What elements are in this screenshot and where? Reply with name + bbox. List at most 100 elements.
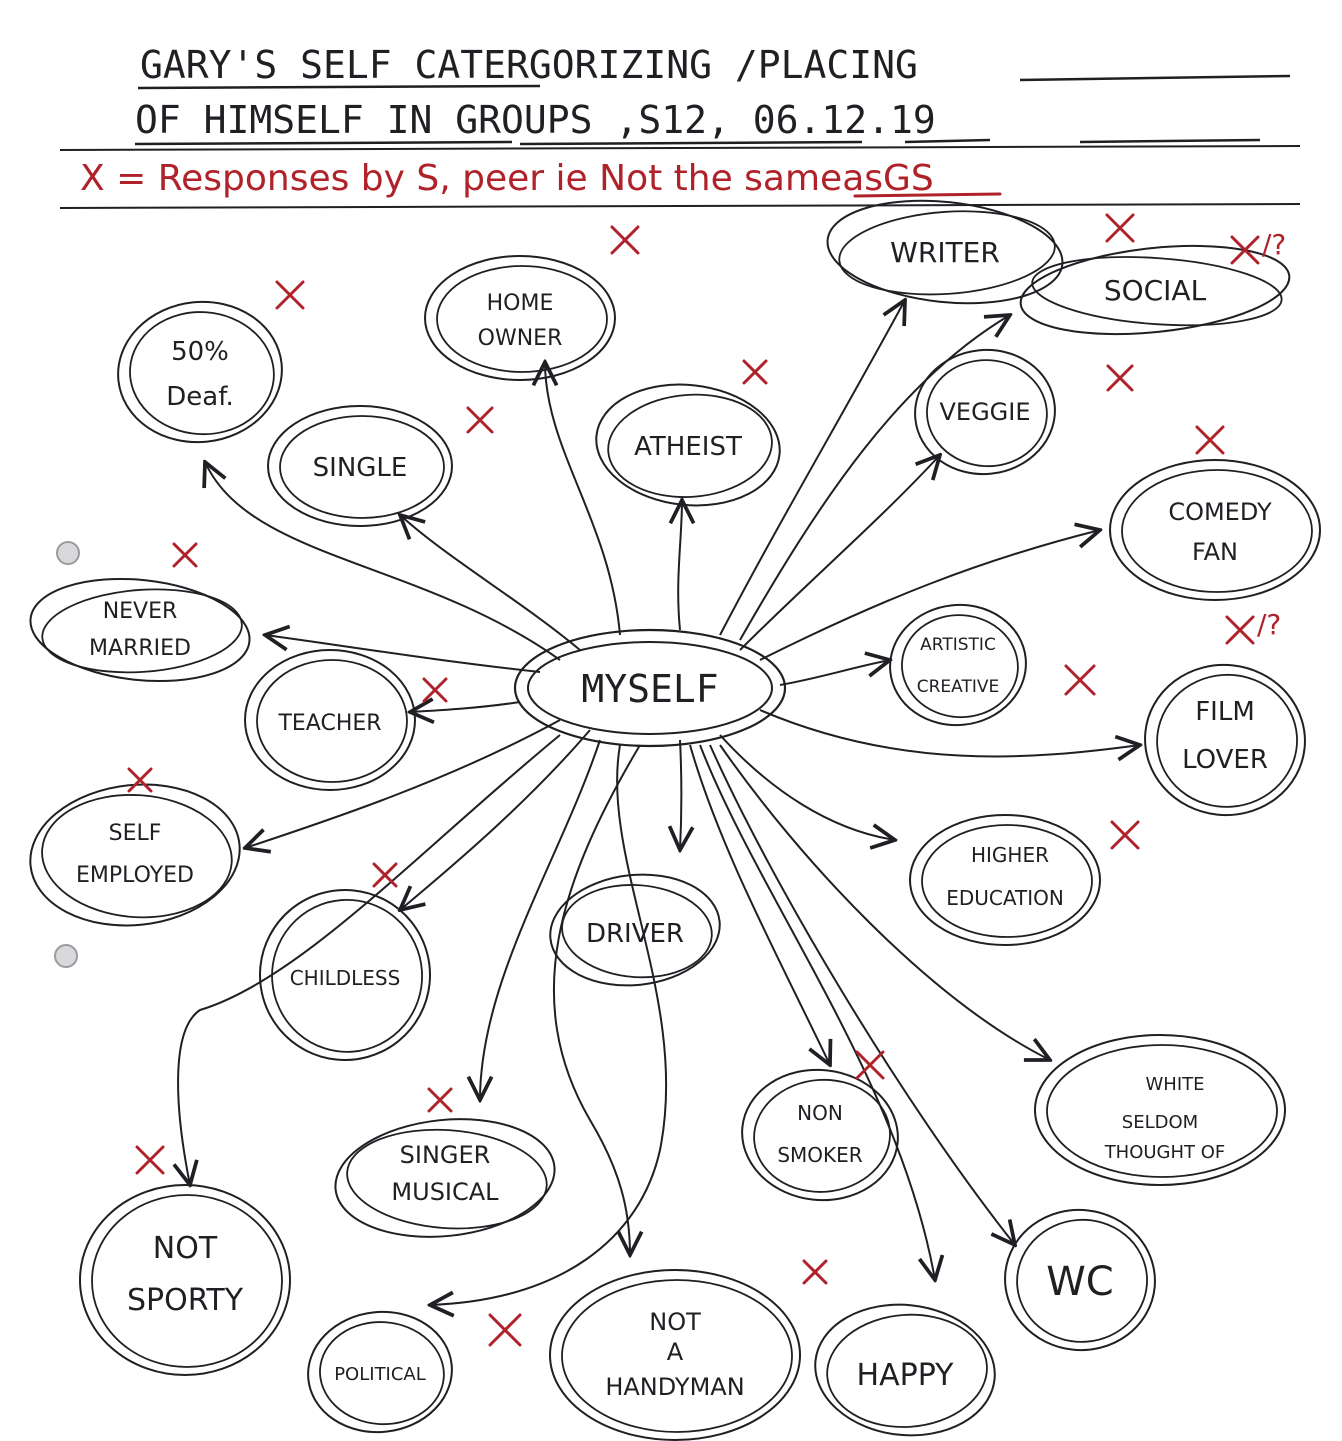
node-outline-inner <box>256 659 408 783</box>
node-outline-inner <box>826 1313 988 1428</box>
node-outline-inner <box>838 210 1056 296</box>
node-outline-inner <box>41 794 233 919</box>
node-outline-inner <box>1121 469 1313 593</box>
header-underline-1b <box>1019 74 1291 82</box>
node-happy: HAPPY <box>814 1303 996 1437</box>
red-x-mark <box>275 280 305 310</box>
header-rule-1 <box>59 145 1301 151</box>
red-x-mark <box>372 862 398 888</box>
node-outline-inner <box>926 359 1048 468</box>
node-deaf: 50%Deaf. <box>117 280 305 444</box>
legend-underline <box>853 192 1002 198</box>
node-outline-outer <box>117 300 283 444</box>
node-outline-outer <box>914 348 1056 476</box>
node-outline-inner <box>561 884 713 979</box>
red-x-mark: /? <box>1225 608 1281 645</box>
node-outline-outer <box>549 873 721 987</box>
node-outline-outer <box>1004 1208 1156 1352</box>
node-outline-outer <box>595 383 781 507</box>
node-outline-outer <box>1019 244 1291 336</box>
node-outline-inner <box>1031 256 1283 327</box>
node-outline-inner <box>129 311 275 436</box>
node-atheist: ATHEIST <box>595 359 781 507</box>
red-x-mark <box>1110 820 1140 850</box>
legend-text: X = Responses by S, peer ie Not the same… <box>80 158 934 199</box>
red-x-mark <box>427 1087 453 1113</box>
node-childless: CHILDLESS <box>259 862 431 1061</box>
node-outline-outer <box>549 1269 801 1441</box>
red-mark-suffix: /? <box>1262 228 1286 261</box>
center-label: MYSELF <box>581 667 718 711</box>
node-outline-outer <box>267 405 453 527</box>
node-label: DRIVER <box>586 919 684 949</box>
node-outline-inner <box>607 393 773 498</box>
header-underline-2d <box>1079 138 1261 144</box>
node-outline-inner <box>41 588 243 674</box>
node-outline-inner <box>753 1078 891 1193</box>
header-underline-2c <box>904 138 991 144</box>
red-x-mark <box>172 542 198 568</box>
node-outline-inner <box>561 1279 793 1433</box>
node-label: ATHEIST <box>634 432 742 462</box>
red-x-mark <box>1064 664 1096 696</box>
node-label: TEACHER <box>277 711 381 736</box>
node-label: WRITER <box>890 236 1000 269</box>
node-label: CHILDLESS <box>290 966 401 990</box>
node-outline-outer <box>29 577 251 683</box>
node-outline-inner <box>91 1194 283 1368</box>
red-x-mark <box>1195 425 1225 455</box>
red-x-mark <box>610 225 640 255</box>
node-driver: DRIVER <box>549 873 721 987</box>
node-outline-inner <box>1046 1044 1278 1178</box>
red-mark-suffix: /? <box>1257 608 1281 641</box>
node-label: SINGLE <box>313 453 408 483</box>
node-political: POLITICAL <box>307 1310 522 1434</box>
header-line-2: OF HIMSELF IN GROUPS ,S12, 06.12.19 <box>135 98 936 142</box>
node-outline-outer <box>244 649 416 791</box>
node-outline-inner <box>436 265 608 373</box>
node-outline-inner <box>279 415 445 519</box>
red-x-mark <box>466 406 494 434</box>
node-label: SOCIAL <box>1104 274 1207 307</box>
node-label: VEGGIE <box>939 398 1030 426</box>
node-wc: WC <box>1004 1208 1156 1352</box>
red-x-mark <box>1106 364 1134 392</box>
red-x-mark <box>127 767 153 793</box>
node-outline-outer <box>259 889 431 1061</box>
header-rule-2 <box>59 203 1301 209</box>
node-outline-outer <box>424 255 616 381</box>
node-outline-inner <box>346 1128 548 1230</box>
red-x-mark <box>742 359 768 385</box>
binder-hole-bottom <box>54 944 78 968</box>
red-x-mark <box>1105 213 1135 243</box>
node-outline-inner <box>921 824 1093 938</box>
red-x-mark <box>488 1313 522 1347</box>
red-x-mark <box>135 1145 165 1175</box>
header-underline-2b <box>519 140 863 146</box>
connector-lines <box>178 300 1140 1305</box>
node-outline-outer <box>1144 663 1306 817</box>
node-outline-inner <box>1016 1218 1148 1343</box>
node-outline-outer <box>889 603 1027 727</box>
node-teacher: TEACHER <box>244 649 448 791</box>
